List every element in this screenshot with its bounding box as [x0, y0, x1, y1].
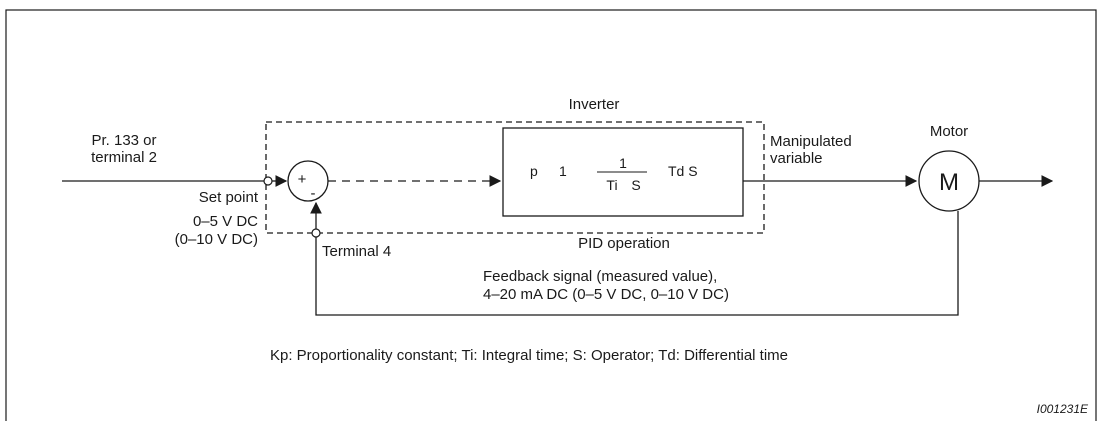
- feedback-line1: Feedback signal (measured value),: [483, 268, 717, 285]
- setpoint-terminal: [263, 176, 273, 186]
- manipulated-line1: Manipulated: [770, 133, 852, 150]
- manipulated-line2: variable: [770, 150, 823, 167]
- terminal4-node: [311, 228, 321, 238]
- motor-symbol: M: [939, 169, 959, 196]
- summing-minus: -: [311, 185, 316, 202]
- inverter-label: Inverter: [569, 96, 620, 113]
- pid-one: 1: [559, 163, 567, 179]
- summing-junction: [287, 160, 329, 202]
- setpoint-range-line1: 0–5 V DC: [193, 213, 258, 230]
- setpoint-source-line2: terminal 2: [91, 149, 157, 166]
- feedback-path: [315, 211, 959, 316]
- setpoint-label: Set point: [199, 189, 259, 206]
- pid-p: p: [530, 163, 538, 179]
- figure-code: I001231E: [1037, 402, 1089, 416]
- pid-td-s: Td S: [668, 163, 698, 179]
- pid-operation-label: PID operation: [578, 235, 670, 252]
- terminal4-label: Terminal 4: [322, 243, 391, 260]
- legend-text: Kp: Proportionality constant; Ti: Integr…: [270, 347, 788, 364]
- figure-frame: [5, 9, 1097, 426]
- setpoint-source-line1: Pr. 133 or: [91, 132, 156, 149]
- setpoint-range-line2: (0–10 V DC): [175, 231, 258, 248]
- motor-label: Motor: [930, 123, 968, 140]
- pid-frac-ti: Ti: [606, 177, 617, 193]
- summing-plus: +: [298, 171, 307, 188]
- pid-frac-s: S: [631, 177, 640, 193]
- feedback-line2: 4–20 mA DC (0–5 V DC, 0–10 V DC): [483, 286, 729, 303]
- pid-frac-numerator: 1: [619, 155, 627, 171]
